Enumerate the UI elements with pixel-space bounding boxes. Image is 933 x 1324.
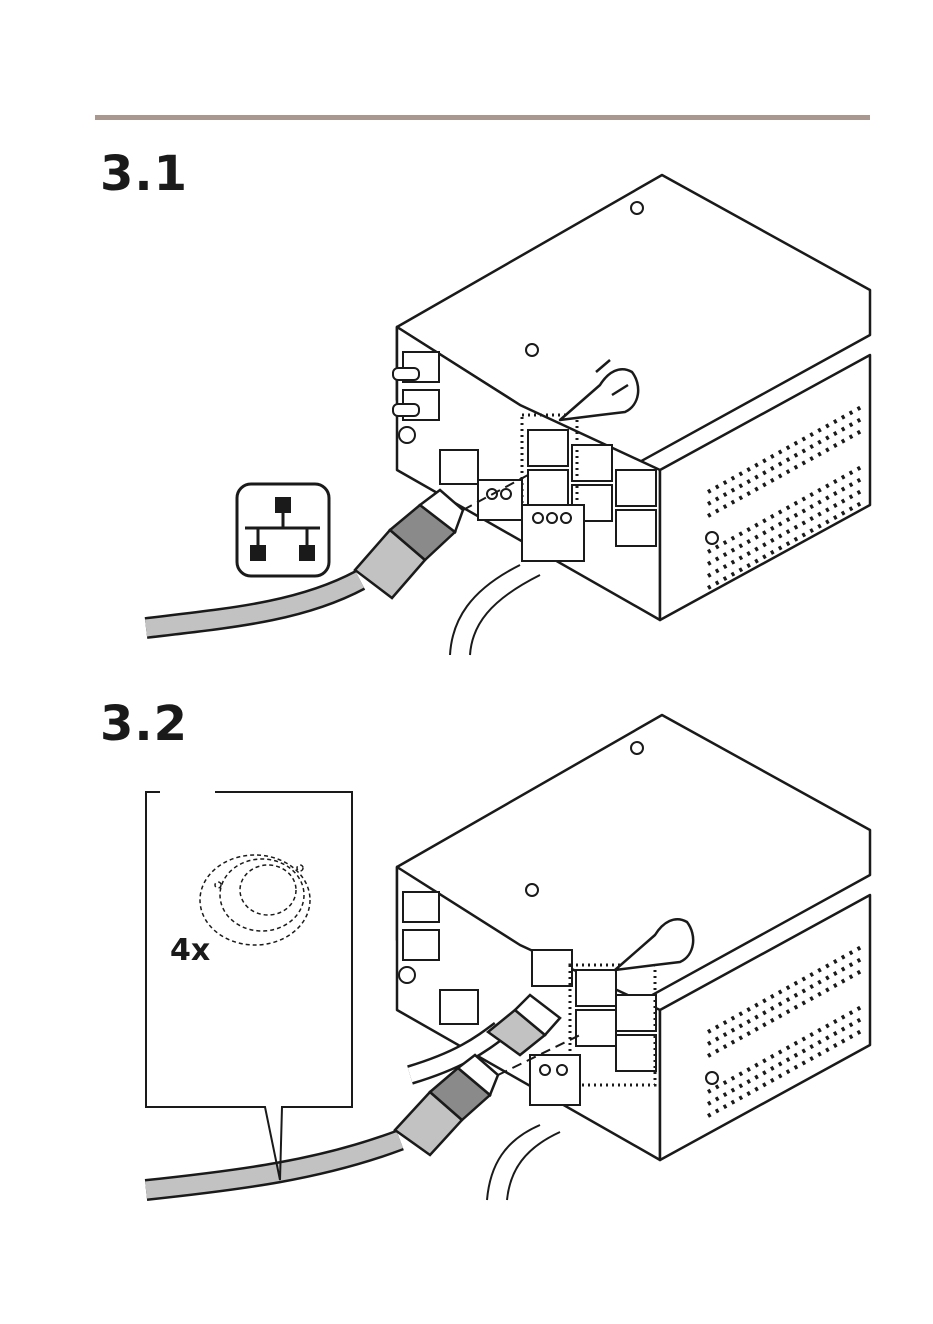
callout-box (146, 792, 352, 1180)
screw-icon (526, 344, 538, 356)
screw-icon (631, 742, 643, 754)
terminal-block-icon (530, 1055, 580, 1105)
power-wire (487, 1125, 540, 1200)
step-3-1-illustration (0, 160, 933, 720)
network-topology-icon (237, 484, 329, 576)
step-3-2-illustration (0, 700, 933, 1260)
camera-dome-icon (200, 855, 310, 945)
screw-icon (631, 202, 643, 214)
screw-icon (526, 884, 538, 896)
power-wire (470, 575, 540, 655)
screw-icon (706, 1072, 718, 1084)
top-rule (95, 115, 870, 120)
power-wire (507, 1132, 560, 1200)
screw-icon (706, 532, 718, 544)
power-wire (450, 565, 520, 655)
rj45-plug-icon (355, 490, 463, 598)
callout-quantity-label: 4x (162, 936, 218, 966)
